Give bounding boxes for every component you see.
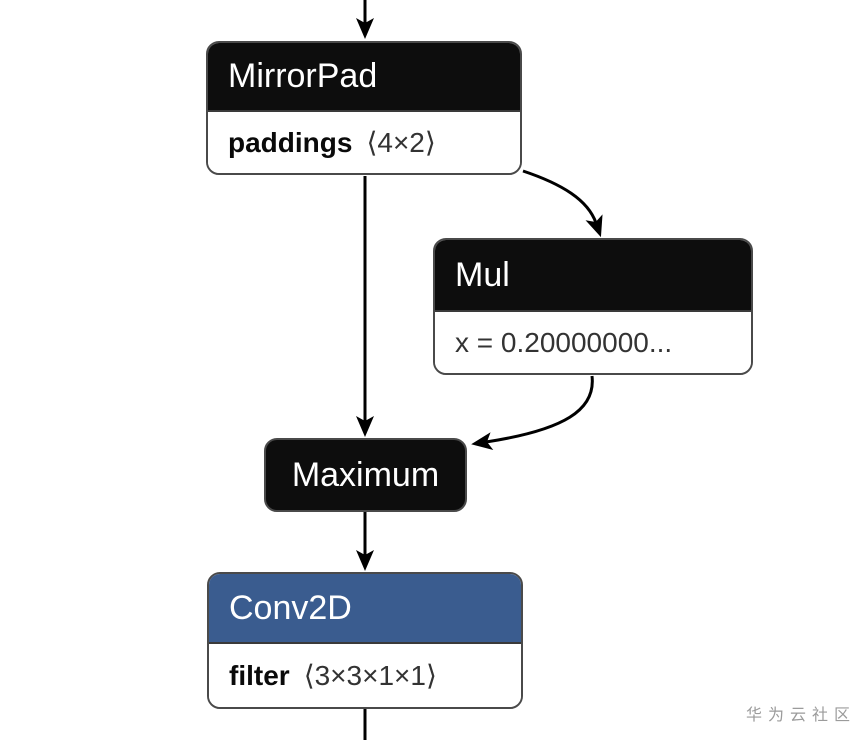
node-conv2d[interactable]: Conv2D filter ⟨3×3×1×1⟩	[207, 572, 523, 709]
attr-value-paddings-shape: ⟨4×2⟩	[366, 127, 436, 158]
node-mirrorpad[interactable]: MirrorPad paddings ⟨4×2⟩	[206, 41, 522, 175]
node-mul[interactable]: Mul x = 0.20000000...	[433, 238, 753, 375]
node-conv2d-header[interactable]: Conv2D	[209, 574, 521, 644]
node-mirrorpad-title: MirrorPad	[228, 57, 378, 95]
node-mul-body[interactable]: x = 0.20000000...	[435, 312, 751, 373]
node-maximum[interactable]: Maximum	[264, 438, 467, 512]
attr-name-filter: filter	[229, 659, 290, 691]
node-conv2d-title: Conv2D	[229, 588, 352, 627]
watermark-text: 华为云社区	[745, 707, 856, 724]
node-mirrorpad-body[interactable]: paddings ⟨4×2⟩	[208, 112, 520, 173]
node-conv2d-body[interactable]: filter ⟨3×3×1×1⟩	[209, 644, 521, 707]
node-mul-title: Mul	[455, 255, 510, 294]
attr-value-filter-shape: ⟨3×3×1×1⟩	[303, 660, 437, 691]
node-mirrorpad-header[interactable]: MirrorPad	[208, 43, 520, 112]
attr-value-x: x = 0.20000000...	[455, 326, 673, 358]
node-mul-header[interactable]: Mul	[435, 240, 751, 312]
attr-name-paddings: paddings	[228, 126, 353, 158]
edge-mirrorpad-to-mul	[522, 169, 603, 238]
edge-mul-to-maximum	[471, 375, 594, 450]
node-maximum-title: Maximum	[291, 455, 440, 494]
